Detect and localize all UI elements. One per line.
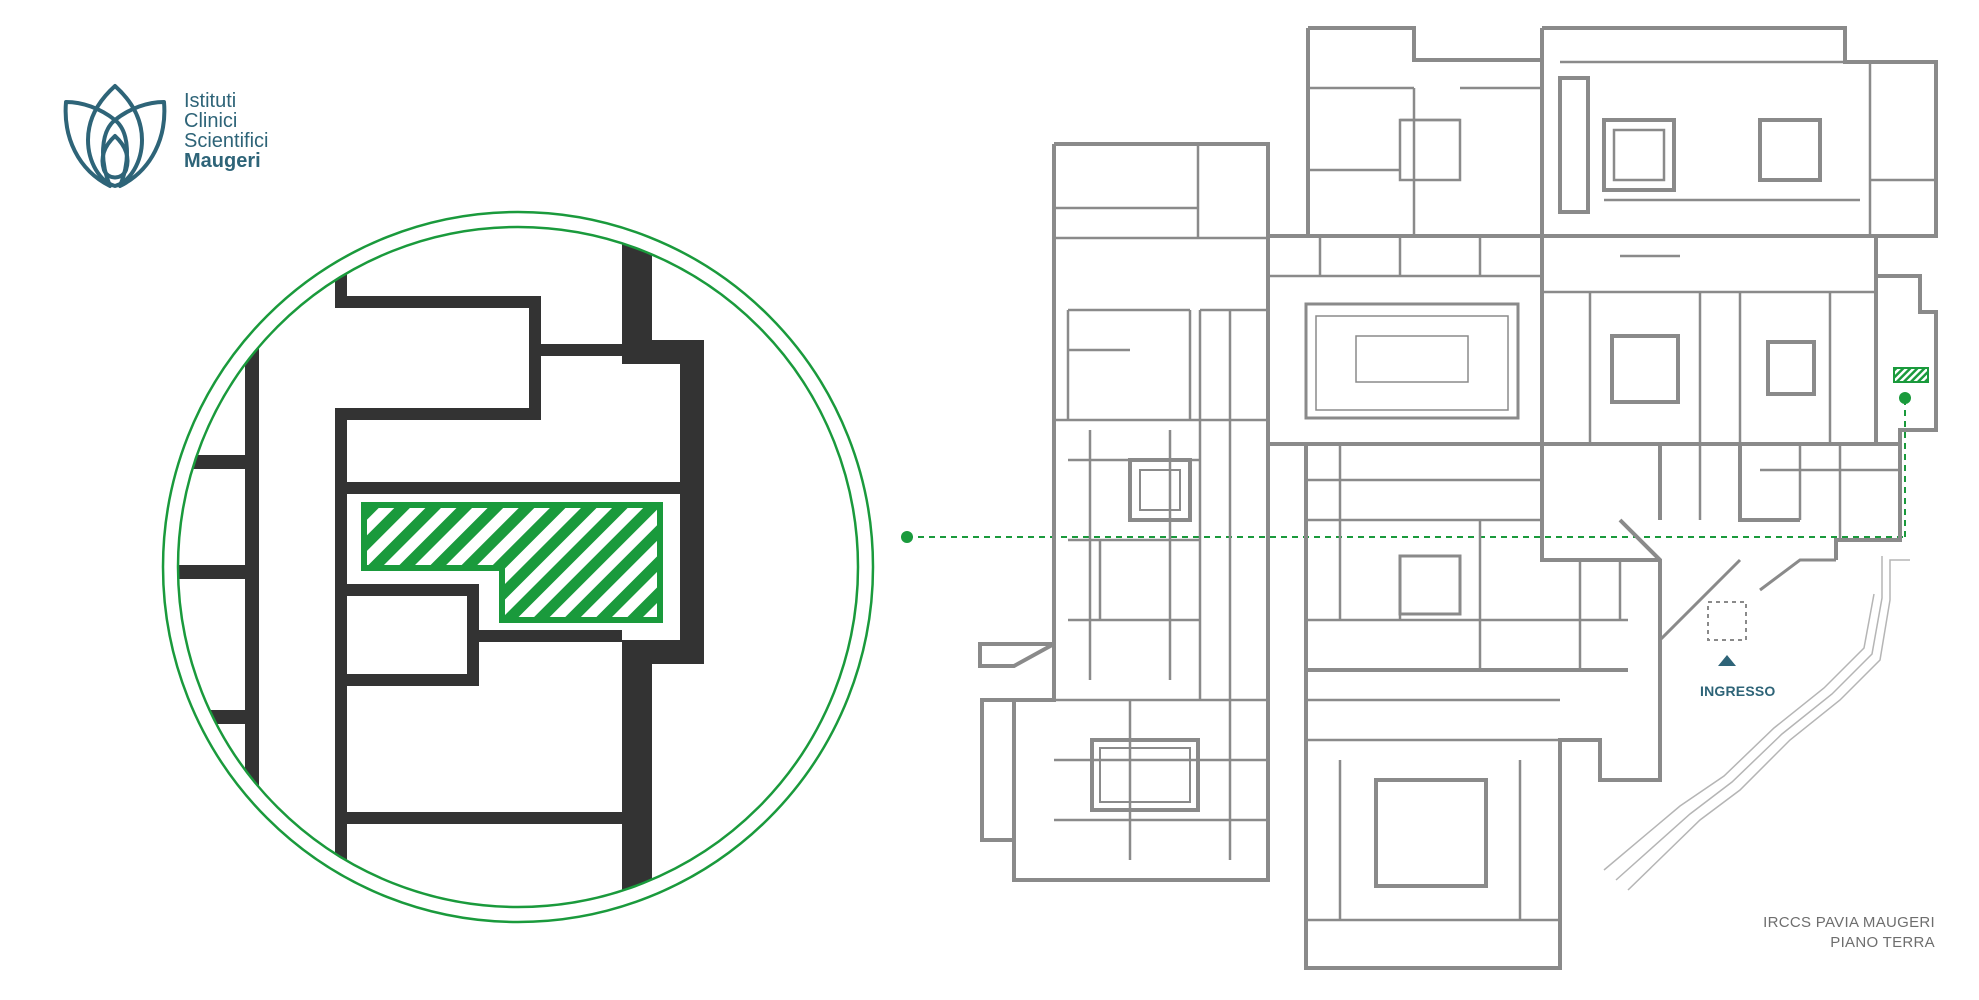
logo-wordmark: Istituti Clinici Scientifici Maugeri (184, 91, 268, 171)
maugeri-logo: Istituti Clinici Scientifici Maugeri (60, 82, 320, 192)
logo-line-4: Maugeri (184, 150, 261, 172)
caption-building: IRCCS PAVIA MAUGERI (1763, 914, 1935, 931)
entrance-label: INGRESSO (1700, 683, 1776, 699)
magnifier-circle-icon (161, 210, 875, 924)
logo-line-1: Istituti (184, 90, 237, 112)
connector-line (901, 392, 1911, 543)
logo-line-2: Clinici (184, 110, 238, 132)
zoomed-floor-detail (178, 228, 704, 907)
entrance-triangle-icon (1718, 655, 1736, 666)
floor-plan (978, 26, 1938, 970)
caption-floor: PIANO TERRA (1830, 934, 1935, 951)
map-highlighted-room (1893, 367, 1929, 383)
map-caption: IRCCS PAVIA MAUGERI PIANO TERRA (1763, 913, 1935, 953)
zoom-highlighted-room (361, 502, 663, 623)
logo-line-3: Scientifici (184, 130, 269, 152)
lotus-logo-icon (63, 84, 167, 188)
